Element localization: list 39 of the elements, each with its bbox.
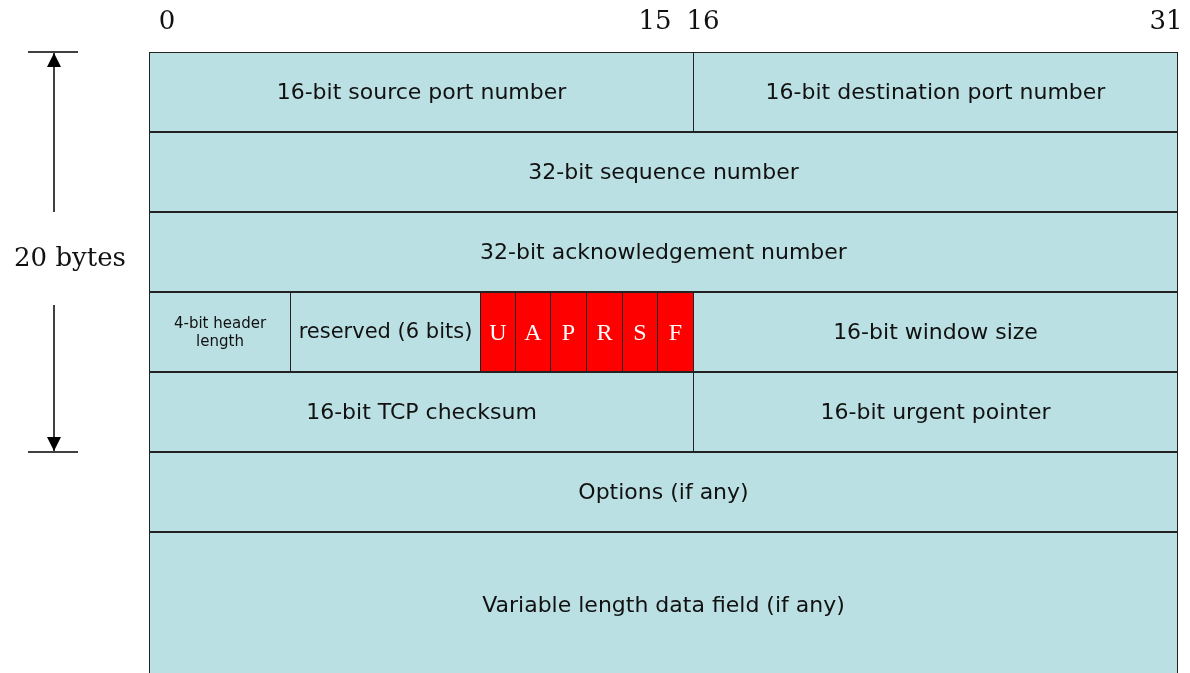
field-label: S [633, 317, 647, 347]
flag-bit-field [622, 292, 658, 372]
flag-bit-field [550, 292, 587, 372]
bit-position-label: 15 [638, 5, 672, 35]
field-label: 32-bit sequence number [528, 158, 799, 186]
field-label: A [524, 317, 542, 347]
bit-position-label: 0 [158, 5, 176, 35]
bit-position-label: 16 [686, 5, 720, 35]
field-label: R [596, 317, 613, 347]
header-field [149, 212, 1178, 292]
field-label: 16-bit source port number [276, 78, 567, 106]
field-label: Variable length data field (if any) [482, 591, 845, 619]
header-field [149, 292, 291, 372]
flag-bit-field [657, 292, 694, 372]
field-label: P [561, 317, 576, 347]
field-label: U [489, 317, 507, 347]
flag-bit-field [586, 292, 623, 372]
field-label: reserved (6 bits) [298, 319, 473, 345]
header-field [149, 452, 1178, 532]
header-field [149, 132, 1178, 212]
field-label: Options (if any) [578, 478, 749, 506]
header-field [693, 52, 1178, 132]
flag-bit-field [480, 292, 516, 372]
header-field [693, 292, 1178, 372]
header-field [149, 52, 694, 132]
field-label: 32-bit acknowledgement number [480, 238, 847, 266]
field-label: 16-bit TCP checksum [306, 398, 537, 426]
field-label: F [668, 317, 683, 347]
dimension-label: 20 bytes [14, 242, 126, 272]
field-label: 16-bit window size [833, 318, 1038, 346]
header-field [149, 532, 1178, 673]
header-field [693, 372, 1178, 452]
header-field [149, 372, 694, 452]
flag-bit-field [515, 292, 551, 372]
header-field [290, 292, 481, 372]
field-label: 16-bit urgent pointer [820, 398, 1051, 426]
bit-position-label: 31 [1149, 5, 1183, 35]
field-label: 4-bit header length [172, 314, 268, 350]
field-label: 16-bit destination port number [765, 78, 1106, 106]
